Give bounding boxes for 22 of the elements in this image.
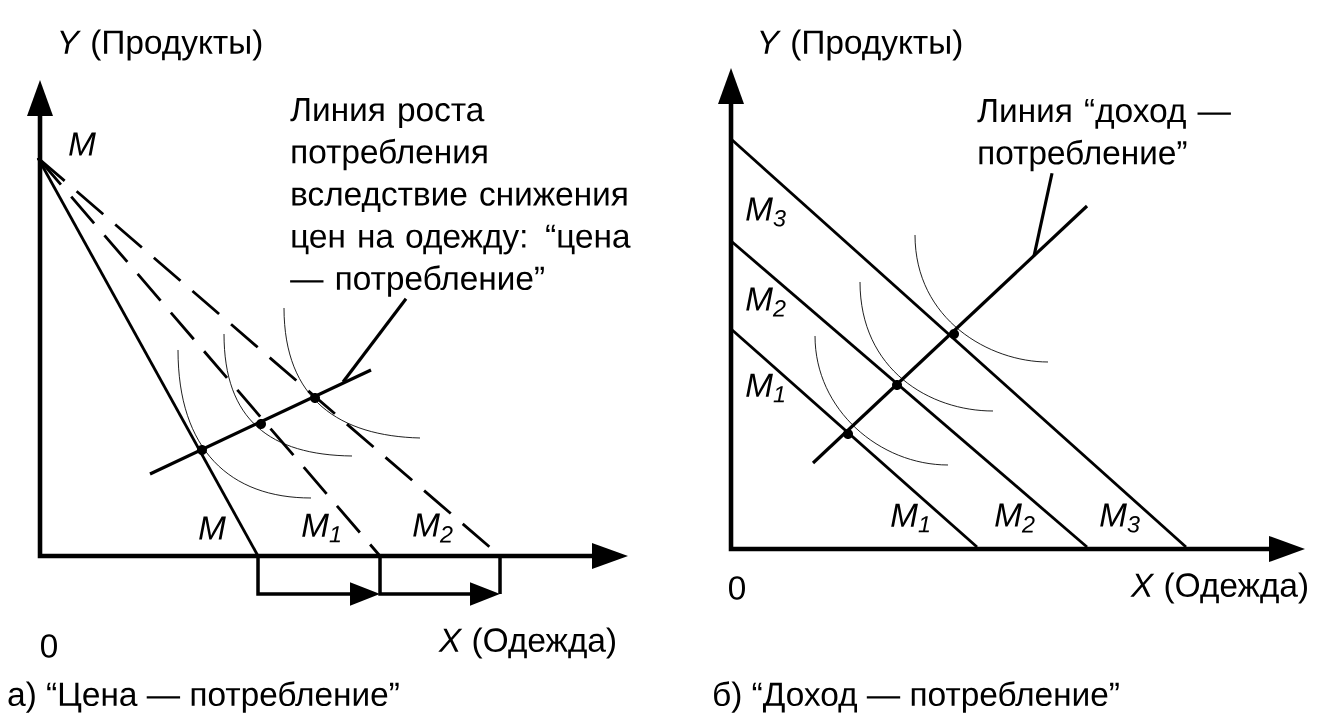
line-label: M$_{1}$ (891, 503, 929, 533)
panel-caption: б) “Доход — потребление” (714, 681, 1119, 713)
line-label: M (69, 132, 96, 156)
line-label: M$_{1}$ (302, 513, 340, 543)
line-label: M$_{2}$ (995, 503, 1035, 533)
axis-label: Y (Продукты) (760, 29, 962, 61)
leader-line (341, 297, 408, 383)
line-label: M$_{2}$ (413, 513, 453, 543)
origin-label: 0 (41, 634, 57, 658)
axis-label: X (Одежда) (1130, 572, 1307, 604)
panel-caption: а) “Цена — потребление” (8, 681, 399, 713)
callout-text: Линия “доход — потребление” (977, 99, 1231, 172)
axis-label: Y (Продукты) (60, 29, 262, 61)
axis-label: X (Одежда) (438, 627, 615, 659)
line-label: M$_{1}$ (746, 373, 784, 403)
leader-line (1032, 172, 1054, 257)
line-label: M$_{2}$ (746, 287, 786, 317)
line-label: M$_{3}$ (746, 197, 786, 227)
line-label: M$_{3}$ (1100, 503, 1140, 533)
callout-text: Линия роста потребления вследствие снижения цен на одежду: “цена — потребление” (290, 98, 631, 297)
origin-label: 0 (729, 576, 745, 600)
line-label: M (199, 516, 226, 540)
